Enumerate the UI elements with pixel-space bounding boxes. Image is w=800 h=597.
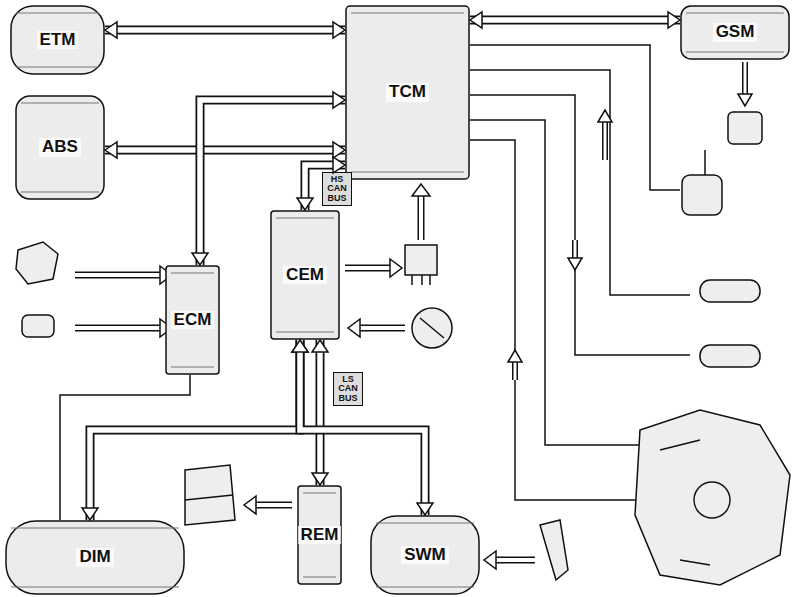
can-bus-line [105,142,345,158]
sensor [16,242,58,284]
switch [22,315,54,337]
arrow-head [292,340,308,352]
module-box: REM [297,485,342,585]
bus-label: HS CAN BUS [322,172,352,206]
relay [405,245,437,275]
arrow-head [312,473,328,485]
arrow-head [333,92,345,108]
arrow-head [105,22,117,38]
arrow-head [105,142,117,158]
module-name: ABS [39,138,81,157]
tail-lamp [185,465,235,525]
module-name: CEM [283,266,327,285]
can-bus-line [470,12,680,28]
module-box: SWM [370,515,480,595]
module-name: ETM [37,31,79,50]
module-box: ETM [10,5,105,75]
module-box: GSM [680,5,790,60]
arrow-head [292,340,308,352]
can-bus-line [105,22,345,38]
can-bus-line [312,340,328,485]
arrow-head [333,142,345,158]
module-name: DIM [76,548,113,567]
speed-sensor [700,280,760,302]
module-name: SWM [401,546,449,565]
speed-sensor [700,345,760,367]
arrow-head [668,12,680,28]
module-name: ECM [171,311,215,330]
arrow-head [297,198,313,210]
arrow-head [192,253,208,265]
arrow-head [312,340,328,352]
module-box: ABS [15,95,105,200]
module-name: GSM [713,23,758,42]
gauge [412,308,452,348]
wire [60,375,190,520]
sensor [682,175,722,215]
gearbox [635,410,790,585]
module-name: REM [298,526,342,545]
arrow-head [417,503,433,515]
module-box: CEM [270,210,340,340]
bus-label: LS CAN BUS [333,372,363,406]
arrow-head [333,22,345,38]
arrow-head [82,508,98,520]
arrow-head [333,157,345,173]
sensor [728,112,762,144]
signal-arrow [75,273,160,277]
pedal [540,520,568,580]
arrow-head [470,12,482,28]
module-name: TCM [386,83,429,102]
signal-arrow [75,272,160,279]
module-box: ECM [165,265,220,375]
module-box: DIM [5,520,185,595]
module-box: TCM [345,5,470,180]
